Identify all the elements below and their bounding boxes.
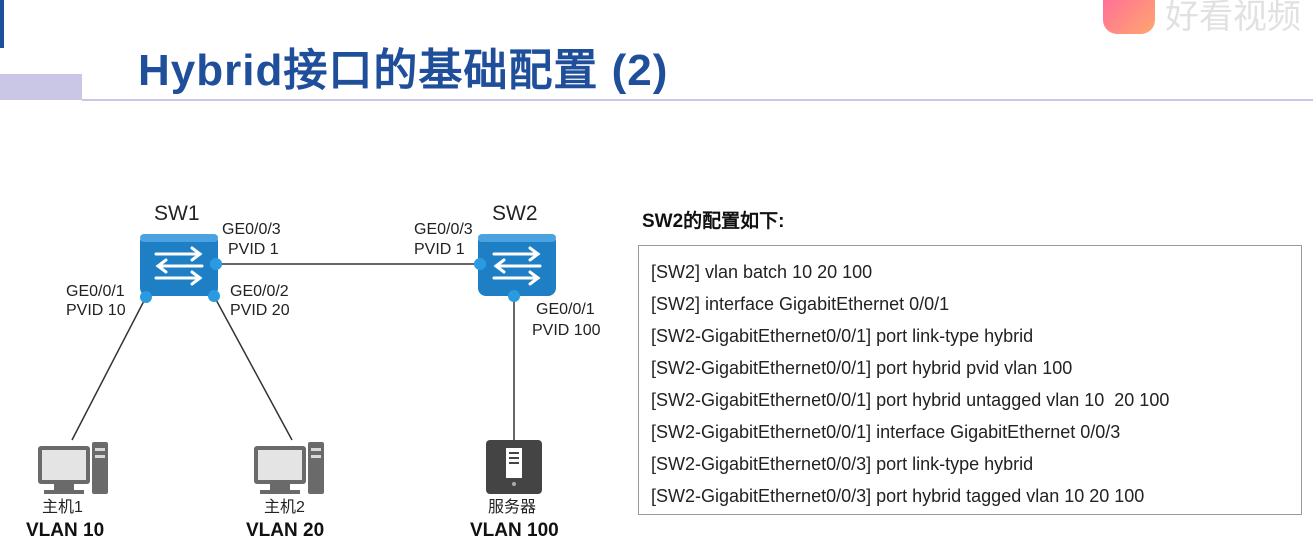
sw1-uplink-port-label: GE0/0/3 xyxy=(222,221,281,238)
config-title: SW2的配置如下: xyxy=(642,211,785,232)
server-name: 服务器 xyxy=(488,499,537,516)
config-line: [SW2-GigabitEthernet0/0/1] port hybrid p… xyxy=(651,358,1073,378)
sw2-name: SW2 xyxy=(492,202,538,225)
sw2-uplink-port-label: GE0/0/3 xyxy=(414,221,473,238)
sw1-host1-port-label: GE0/0/1 xyxy=(66,283,125,300)
link-sw1-host1 xyxy=(71,296,147,441)
sw2-port-ge003-dot xyxy=(474,258,486,270)
sw1-port-ge003-dot xyxy=(210,258,222,270)
sw1-switch-icon[interactable] xyxy=(140,234,218,296)
config-line: [SW2] vlan batch 10 20 100 xyxy=(651,262,873,282)
sw2-server-pvid-label: PVID 100 xyxy=(532,322,601,339)
watermark: 好看视频 xyxy=(1103,0,1301,38)
host2-vlan-label: VLAN 20 xyxy=(246,520,325,541)
sw1-host2-port-label: GE0/0/2 xyxy=(230,283,289,300)
sw1-name: SW1 xyxy=(154,202,200,225)
page-title: Hybrid接口的基础配置 (2) xyxy=(138,46,669,95)
sw2-server-port-label: GE0/0/1 xyxy=(536,301,595,318)
server-vlan-label: VLAN 100 xyxy=(470,520,559,541)
host1-vlan-label: VLAN 10 xyxy=(26,520,105,541)
config-line: [SW2-GigabitEthernet0/0/1] port hybrid u… xyxy=(651,390,1170,410)
host2-pc-icon[interactable] xyxy=(254,442,324,494)
sw1-host1-pvid-label: PVID 10 xyxy=(66,302,126,319)
config-line: [SW2-GigabitEthernet0/0/3] port hybrid t… xyxy=(651,486,1145,506)
config-line: [SW2] interface GigabitEthernet 0/0/1 xyxy=(651,294,950,314)
sw1-port-ge001-dot xyxy=(140,291,152,303)
watermark-text: 好看视频 xyxy=(1165,0,1301,36)
config-line: [SW2-GigabitEthernet0/0/1] interface Gig… xyxy=(651,422,1121,442)
sw2-port-ge001-dot xyxy=(508,290,520,302)
host2-name: 主机2 xyxy=(264,499,305,516)
config-box: [SW2] vlan batch 10 20 100 [SW2] interfa… xyxy=(638,245,1302,515)
server-icon[interactable] xyxy=(486,440,542,494)
sw1-host2-pvid-label: PVID 20 xyxy=(230,302,290,319)
sw1-uplink-pvid-label: PVID 1 xyxy=(228,241,279,258)
host1-pc-icon[interactable] xyxy=(38,442,108,494)
host1-name: 主机1 xyxy=(42,499,83,516)
sw1-port-ge002-dot xyxy=(208,290,220,302)
config-line: [SW2-GigabitEthernet0/0/3] port link-typ… xyxy=(651,454,1034,474)
title-accent-band xyxy=(0,74,82,100)
sw2-uplink-pvid-label: PVID 1 xyxy=(414,241,465,258)
left-accent-bar xyxy=(0,0,4,48)
link-sw1-host2 xyxy=(213,295,293,441)
config-line: [SW2-GigabitEthernet0/0/1] port link-typ… xyxy=(651,326,1034,346)
title-underline xyxy=(82,99,1313,101)
watermark-logo-icon xyxy=(1103,0,1155,34)
sw2-switch-icon[interactable] xyxy=(478,234,556,296)
